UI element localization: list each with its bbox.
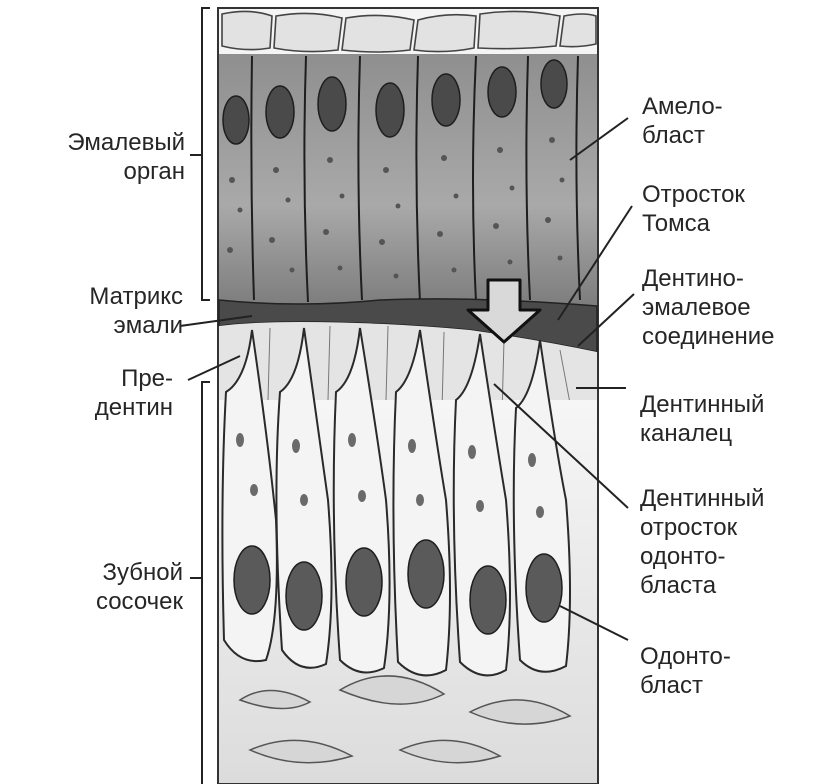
enamel-organ-bracket [202, 8, 210, 300]
label-ameloblast: Амело-бласт [642, 92, 723, 150]
label-predentin: Пре-дентин [95, 364, 173, 422]
label-odontoblast: Одонто-бласт [640, 642, 731, 700]
left-brackets [202, 8, 210, 784]
dental-papilla-bracket [202, 382, 210, 784]
